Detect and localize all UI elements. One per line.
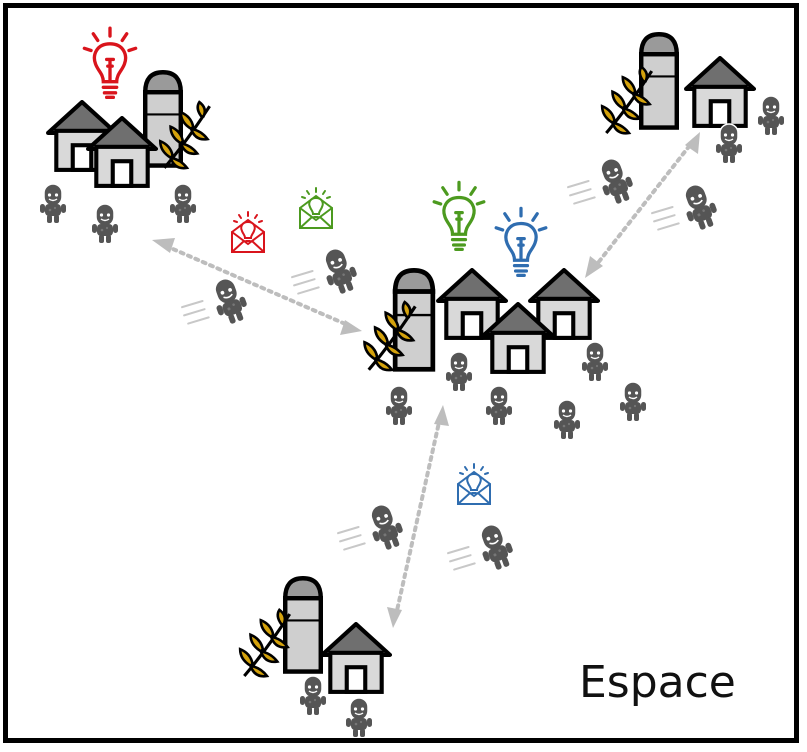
flyer [338, 500, 408, 553]
space-label: Espace [579, 657, 736, 708]
person-icon [170, 184, 196, 223]
flyer [652, 180, 722, 233]
flyer [448, 520, 518, 573]
village-center [365, 182, 646, 439]
arrows [166, 140, 694, 615]
person-icon [758, 96, 784, 135]
person-icon [40, 184, 66, 223]
flyer [292, 244, 362, 297]
person-icon [716, 124, 742, 163]
person-icon [386, 386, 412, 425]
person-icon [554, 400, 580, 439]
lightbulb-icon [434, 182, 484, 249]
silo-icon [285, 578, 321, 671]
arrowheads [152, 132, 700, 628]
message-envelope-icon [300, 188, 332, 228]
house-icon [322, 624, 390, 692]
arrow-icon [387, 607, 402, 628]
person-icon [582, 342, 608, 381]
person-icon [486, 386, 512, 425]
village-bottom [240, 578, 390, 737]
flyer [182, 274, 252, 327]
lightbulb-icon [496, 208, 546, 275]
arrow-icon [685, 132, 700, 154]
message-envelope-icon [232, 212, 264, 252]
arrow-icon [152, 238, 175, 253]
house-icon [686, 58, 754, 126]
person-icon [92, 204, 118, 243]
arrow-icon [434, 405, 449, 426]
person-icon [346, 698, 372, 737]
person-icon [446, 352, 472, 391]
lightbulb-icon [84, 28, 135, 97]
arrow-icon [166, 246, 350, 326]
person-icon [620, 382, 646, 421]
arrow-icon [396, 418, 440, 615]
message-envelope-icon [458, 464, 490, 504]
village-top-right [568, 34, 784, 233]
person-icon [300, 676, 326, 715]
village-top-left [40, 28, 210, 243]
messengers [182, 188, 518, 573]
wheat-icon [240, 610, 290, 676]
flyer [568, 154, 638, 207]
